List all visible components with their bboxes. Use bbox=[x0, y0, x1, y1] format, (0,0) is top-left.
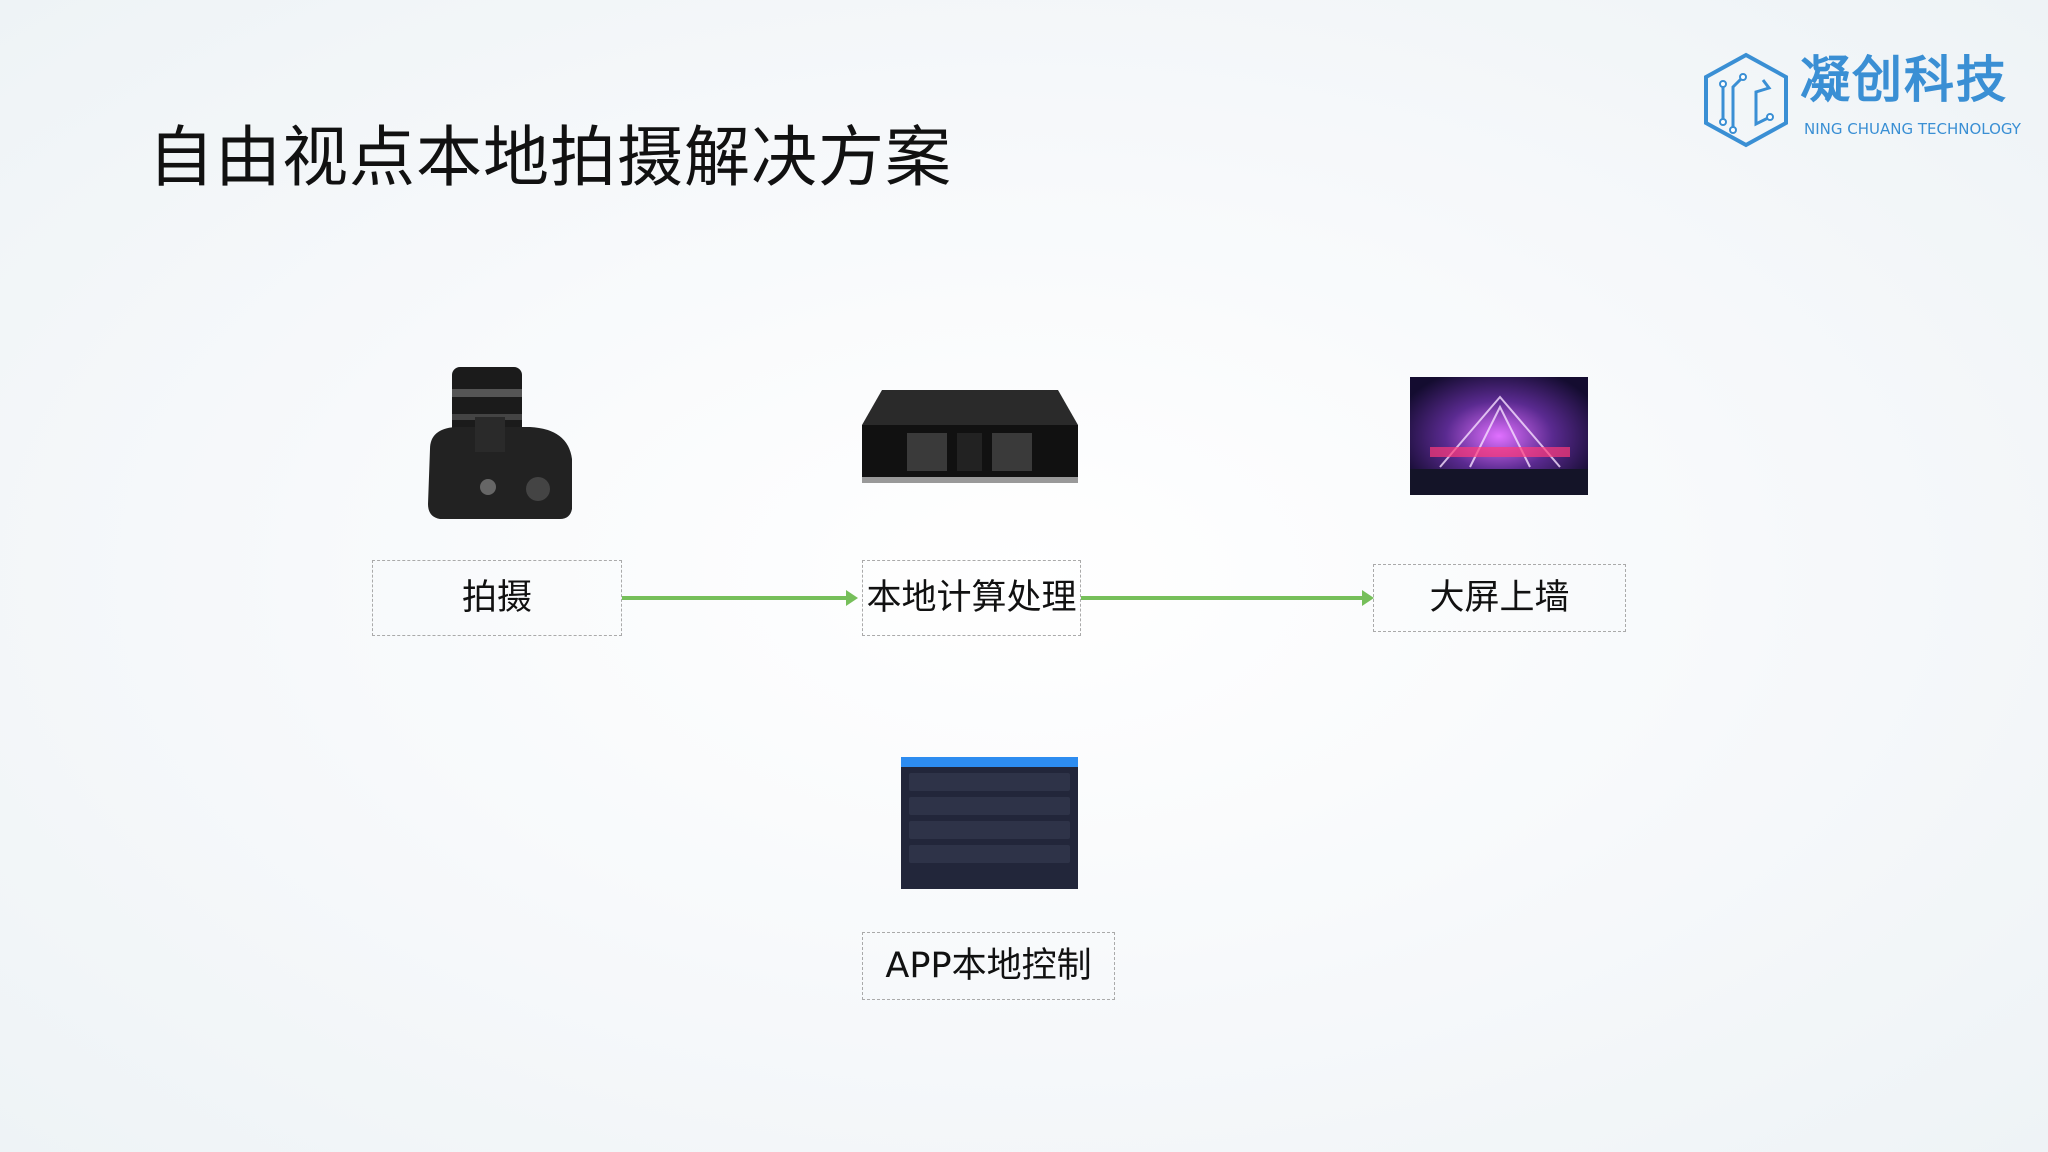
capture-step: 拍摄 bbox=[372, 560, 622, 636]
arrow-capture-to-compute bbox=[622, 590, 858, 606]
server-image bbox=[862, 390, 1078, 483]
page-title: 自由视点本地拍摄解决方案 bbox=[148, 119, 952, 196]
logo-name-cn: 凝创科技 bbox=[1800, 51, 2008, 109]
app-control-step: APP本地控制 bbox=[862, 932, 1115, 1000]
stage-display-image bbox=[1410, 377, 1588, 495]
arrow-compute-to-display bbox=[1081, 590, 1374, 606]
logo-hexagon-icon bbox=[1704, 52, 1788, 148]
logo-name-en: NING CHUANG TECHNOLOGY bbox=[1804, 120, 2021, 138]
camera-image bbox=[428, 367, 572, 519]
display-step: 大屏上墙 bbox=[1373, 564, 1626, 632]
compute-step: 本地计算处理 bbox=[862, 560, 1081, 636]
app-screenshot-image bbox=[901, 757, 1078, 889]
